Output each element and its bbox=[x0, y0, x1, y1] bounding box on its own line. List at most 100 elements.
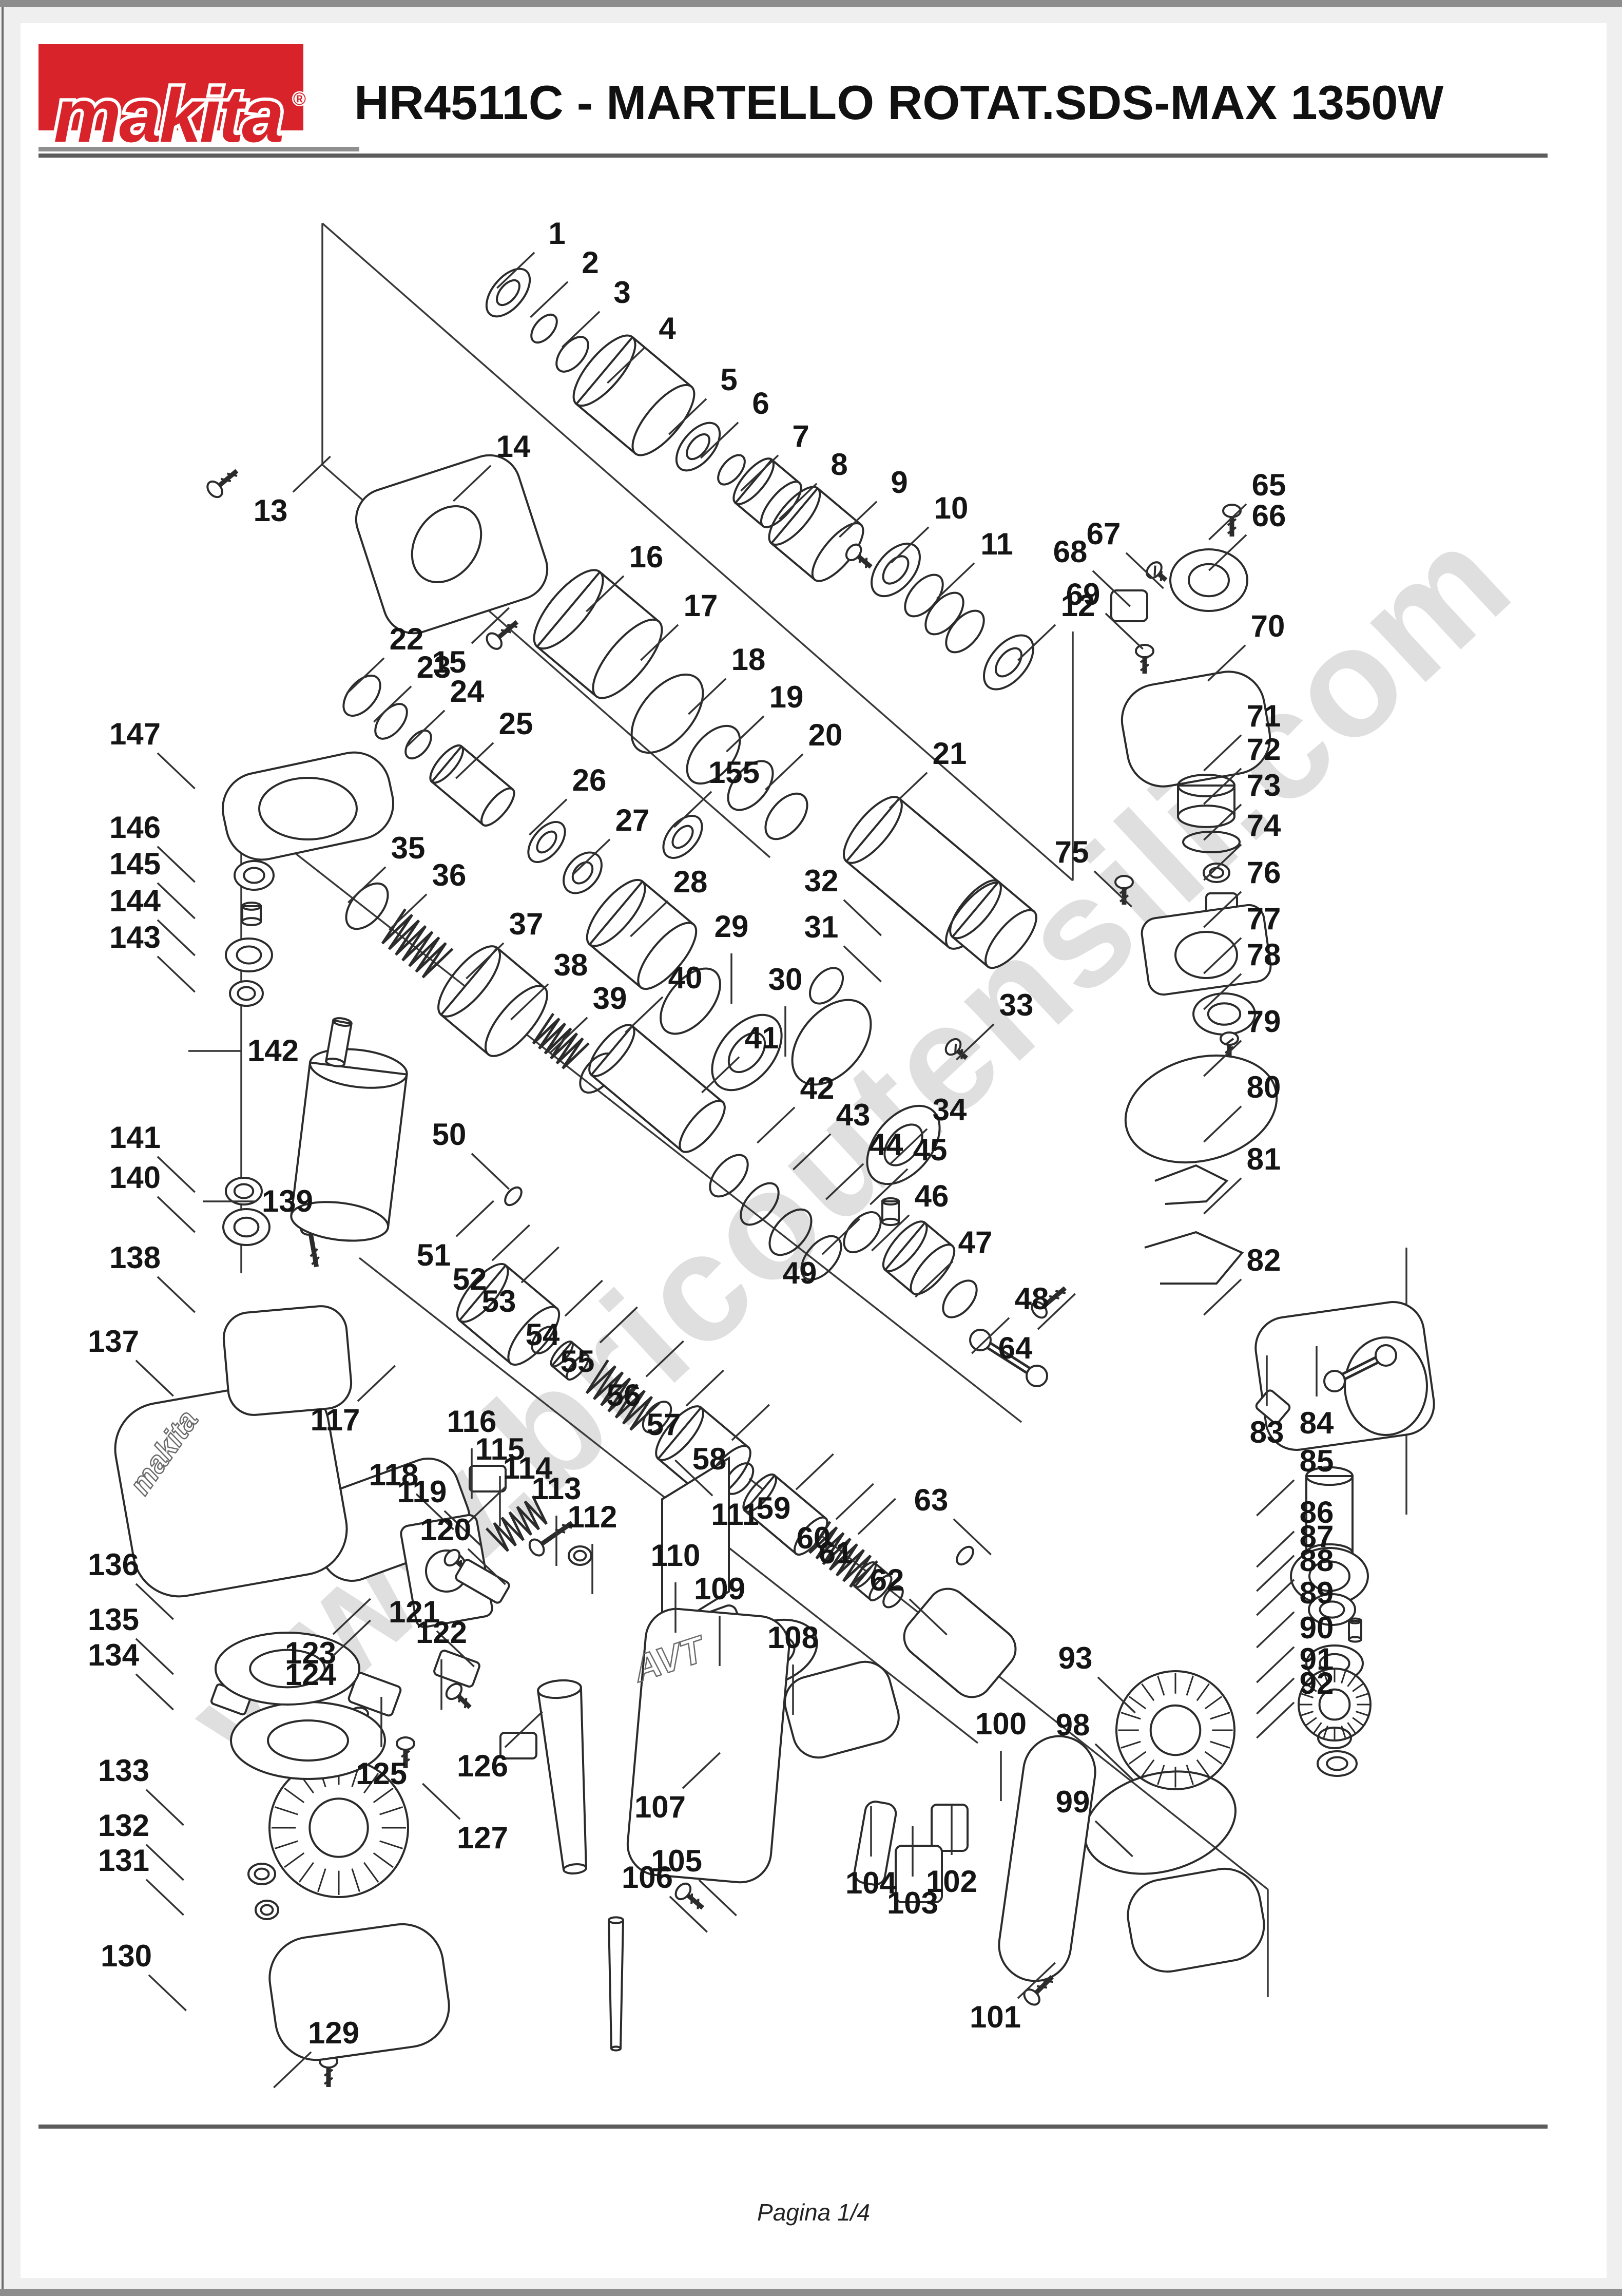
part-label-107: 107 bbox=[634, 1790, 686, 1824]
leader-line bbox=[740, 454, 779, 492]
leader-line bbox=[825, 1163, 864, 1200]
part-label-56: 56 bbox=[607, 1378, 641, 1412]
part-label-134: 134 bbox=[88, 1638, 140, 1672]
leader-line bbox=[157, 1156, 196, 1193]
logo-underline bbox=[38, 147, 359, 151]
part-label-55: 55 bbox=[561, 1344, 595, 1379]
part-label-38: 38 bbox=[554, 948, 588, 982]
part-label-66: 66 bbox=[1252, 499, 1286, 533]
part-label-42: 42 bbox=[800, 1071, 835, 1105]
part-label-21: 21 bbox=[933, 736, 967, 771]
part-label-121: 121 bbox=[389, 1595, 440, 1629]
leader-line bbox=[1207, 644, 1246, 682]
footer-rule bbox=[38, 2125, 1548, 2129]
part-label-91: 91 bbox=[1300, 1642, 1334, 1676]
window-bottom-bar bbox=[0, 2289, 1622, 2296]
part-label-142: 142 bbox=[247, 1034, 299, 1068]
part-label-113: 113 bbox=[532, 1471, 582, 1506]
part-label-155: 155 bbox=[708, 755, 760, 790]
part-label-112: 112 bbox=[568, 1500, 617, 1534]
part-label-44: 44 bbox=[869, 1127, 903, 1162]
part-label-120: 120 bbox=[420, 1513, 471, 1547]
leader-line bbox=[1256, 1555, 1295, 1592]
part-label-23: 23 bbox=[417, 650, 451, 684]
part-label-133: 133 bbox=[98, 1753, 149, 1788]
part-label-13: 13 bbox=[254, 493, 288, 528]
part-label-122: 122 bbox=[416, 1615, 467, 1650]
leader-line bbox=[909, 1598, 948, 1636]
leader-line bbox=[562, 311, 601, 348]
leader-line bbox=[1203, 891, 1242, 928]
part-label-136: 136 bbox=[88, 1547, 139, 1582]
leader-line bbox=[1203, 1040, 1242, 1077]
part-label-118: 118 bbox=[369, 1458, 419, 1492]
leader-line bbox=[455, 1200, 494, 1237]
leader-line bbox=[889, 772, 928, 809]
part-label-15: 15 bbox=[432, 645, 467, 679]
leader-line bbox=[373, 685, 412, 723]
part-label-110: 110 bbox=[651, 1538, 701, 1573]
leader-line bbox=[443, 1510, 482, 1547]
leader-line bbox=[795, 1453, 834, 1490]
leader-line bbox=[157, 1276, 196, 1313]
leader-line bbox=[157, 919, 196, 956]
part-label-6: 6 bbox=[752, 386, 769, 420]
part-label-50: 50 bbox=[432, 1117, 467, 1152]
leader-line bbox=[668, 398, 707, 435]
diagram-shapes bbox=[114, 222, 1435, 2087]
leader-line bbox=[510, 983, 549, 1021]
leader-line bbox=[835, 1483, 874, 1520]
part-label-74: 74 bbox=[1247, 808, 1281, 843]
part-label-62: 62 bbox=[870, 1563, 904, 1597]
leader-line bbox=[1094, 1820, 1133, 1858]
leader-line bbox=[491, 1224, 530, 1261]
part-label-63: 63 bbox=[914, 1483, 949, 1517]
part-label-24: 24 bbox=[450, 674, 485, 709]
part-label-84: 84 bbox=[1300, 1406, 1334, 1440]
leader-line bbox=[145, 1789, 184, 1826]
leader-line bbox=[630, 900, 669, 937]
registered-mark: ® bbox=[293, 89, 306, 109]
leader-line bbox=[757, 1106, 796, 1144]
part-label-129: 129 bbox=[308, 2016, 359, 2050]
leader-line bbox=[1256, 1530, 1295, 1568]
part-label-86: 86 bbox=[1300, 1495, 1334, 1529]
leader-line bbox=[346, 657, 385, 695]
part-label-36: 36 bbox=[432, 858, 467, 892]
part-label-12: 12 bbox=[1061, 588, 1095, 623]
leader-line bbox=[135, 1673, 174, 1711]
leader-line bbox=[347, 866, 387, 904]
part-label-106: 106 bbox=[622, 1860, 673, 1895]
part-label-52: 52 bbox=[453, 1262, 487, 1296]
part-label-132: 132 bbox=[98, 1808, 149, 1843]
makita-logo: makita ® bbox=[38, 44, 359, 155]
part-label-104: 104 bbox=[845, 1866, 897, 1900]
part-label-19: 19 bbox=[769, 680, 804, 714]
part-label-85: 85 bbox=[1300, 1444, 1334, 1478]
leader-line bbox=[467, 1486, 506, 1524]
leader-line bbox=[1256, 1479, 1295, 1517]
part-label-45: 45 bbox=[913, 1133, 948, 1167]
part-label-79: 79 bbox=[1247, 1004, 1281, 1039]
part-label-111: 111 bbox=[711, 1497, 759, 1532]
part-label-49: 49 bbox=[783, 1256, 817, 1290]
part-label-35: 35 bbox=[391, 831, 426, 865]
part-label-10: 10 bbox=[934, 491, 969, 525]
part-label-72: 72 bbox=[1247, 732, 1281, 767]
leader-line bbox=[674, 1459, 713, 1497]
leader-line bbox=[157, 752, 196, 790]
leader-line bbox=[1037, 1293, 1076, 1330]
part-label-73: 73 bbox=[1247, 768, 1281, 802]
part-label-76: 76 bbox=[1247, 855, 1281, 890]
leader-line bbox=[135, 1583, 174, 1620]
leader-line bbox=[1105, 613, 1144, 650]
part-label-109: 109 bbox=[694, 1572, 745, 1606]
leader-line bbox=[467, 1548, 506, 1585]
page-title: HR4511C - MARTELLO ROTAT.SDS-MAX 1350W bbox=[354, 75, 1444, 129]
part-label-100: 100 bbox=[975, 1707, 1027, 1741]
leader-line bbox=[685, 1369, 724, 1407]
leader-line bbox=[765, 753, 804, 791]
part-label-117: 117 bbox=[311, 1403, 360, 1437]
part-label-77: 77 bbox=[1247, 902, 1281, 936]
